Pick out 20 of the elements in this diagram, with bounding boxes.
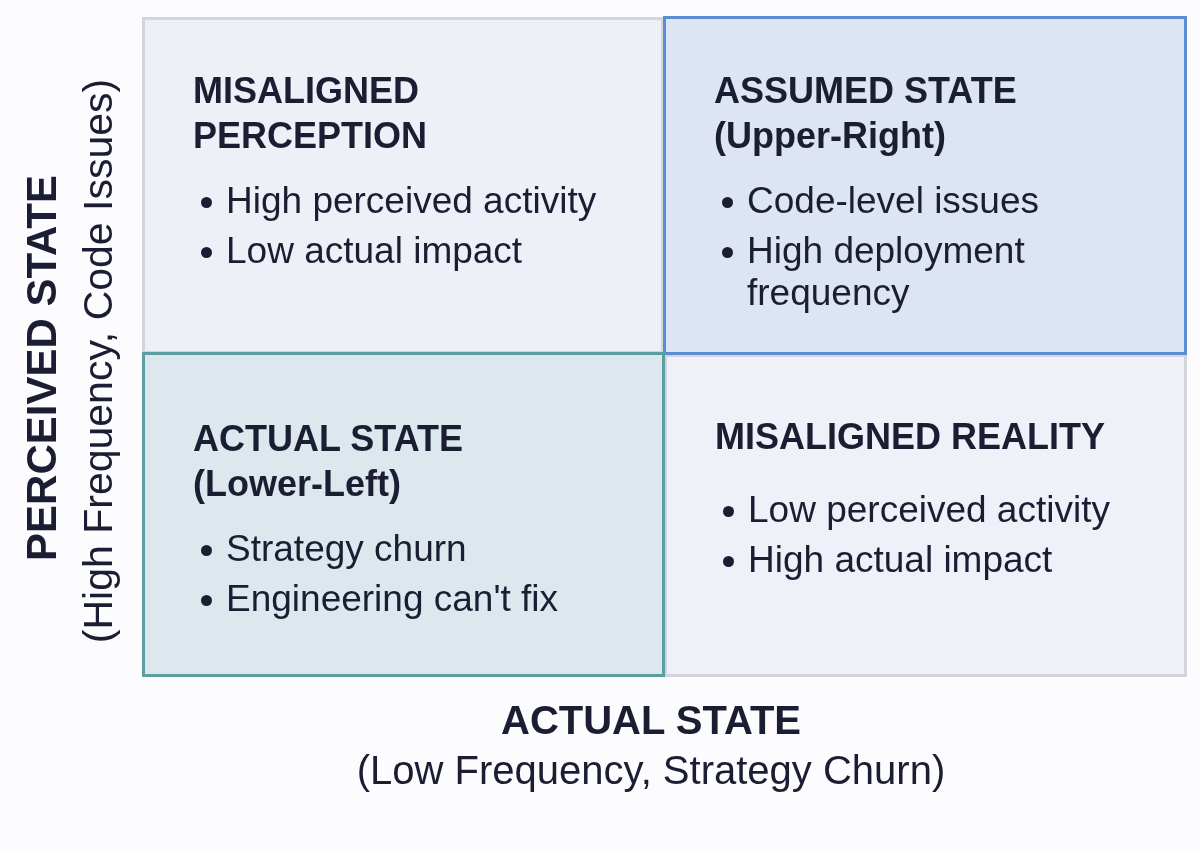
bullet-text: Code-level issues xyxy=(747,180,1040,222)
quadrant-heading: MISALIGNED PERCEPTION xyxy=(193,69,429,158)
bullet-text: High actual impact xyxy=(748,539,1053,581)
bullet-text: High deployment frequency xyxy=(747,230,1026,314)
bullet-text: Strategy churn xyxy=(226,528,467,570)
quadrant-heading: ACTUAL STATE (Lower-Left) xyxy=(193,417,464,506)
quadrant-panel xyxy=(664,354,1187,677)
quadrant-heading: MISALIGNED REALITY xyxy=(715,415,1106,459)
axis-title: ACTUAL STATE xyxy=(501,697,801,743)
axis-subtitle: (High Frequency, Code Issues) xyxy=(75,78,123,644)
bullet-text: Low actual impact xyxy=(226,230,523,272)
quadrant-panel xyxy=(663,16,1187,355)
quadrant-panel xyxy=(142,352,665,677)
axis-title: PERCEIVED STATE xyxy=(17,175,66,561)
axis-subtitle: (Low Frequency, Strategy Churn) xyxy=(356,747,946,793)
bullet-text: Low perceived activity xyxy=(748,489,1110,531)
quadrant-panel xyxy=(142,17,664,354)
bullet-text: Engineering can't fix xyxy=(226,578,559,620)
quadrant-heading: ASSUMED STATE (Upper-Right) xyxy=(714,69,1018,158)
bullet-text: High perceived activity xyxy=(226,180,597,222)
